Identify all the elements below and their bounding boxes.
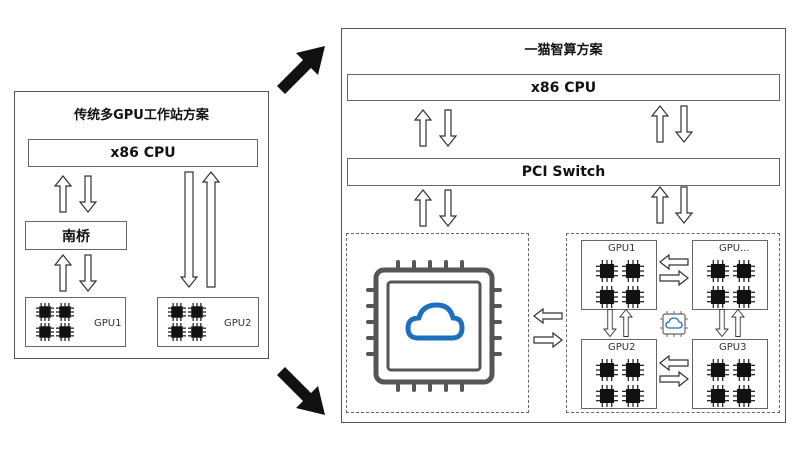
yimao-title: 一猫智算方案 [524, 43, 603, 58]
left-bridge-gpu-arrows [54, 254, 97, 292]
gpu-chip-icon [707, 260, 729, 282]
right-cpu-box: x86 CPU [347, 74, 780, 101]
right-gpu1-label: GPU1 [608, 243, 636, 254]
gpu-chip-icon [707, 286, 729, 308]
gpu-chip-icon [188, 323, 206, 341]
right-gpu2-label: GPU2 [608, 342, 636, 353]
left-cpu-gpu2-arrows [179, 171, 221, 288]
switch-processor-arrows [414, 189, 457, 227]
gpu-more-gpu3-arrows [715, 309, 745, 337]
gpu-chip-icon [596, 260, 618, 282]
right-gpu-more-card: GPU... [692, 240, 768, 310]
gpu-chip-icon [36, 303, 54, 321]
gpu-chip-icon [188, 303, 206, 321]
right-gpu1-chips [596, 260, 644, 308]
gpu-chip-icon [622, 260, 644, 282]
gpu-chip-icon [707, 385, 729, 407]
gpu-chip-icon [36, 323, 54, 341]
mini-cloud-chip-icon [660, 311, 688, 337]
gpu1-gpu2-arrows [603, 309, 633, 337]
gpu-chip-icon [733, 359, 755, 381]
gpu-chip-icon [707, 359, 729, 381]
right-gpu3-label: GPU3 [719, 342, 747, 353]
left-cpu-bridge-arrows [54, 175, 97, 213]
upgrade-arrow-bottom-icon [277, 367, 325, 415]
south-bridge-label: 南桥 [62, 228, 90, 245]
right-cpu-switch-arrows-left [414, 109, 457, 147]
gpu2-gpu3-arrows [659, 355, 689, 387]
left-gpu2-chips [168, 303, 206, 341]
right-cpu-label: x86 CPU [530, 79, 597, 96]
left-cpu-label: x86 CPU [110, 145, 176, 161]
gpu-chip-icon [622, 359, 644, 381]
gpu-chip-icon [622, 286, 644, 308]
gpu-chip-icon [733, 286, 755, 308]
right-cpu-switch-arrows-right [651, 105, 693, 143]
cloud-processor-chip-icon [366, 260, 502, 392]
pci-switch-box: PCI Switch [347, 158, 780, 186]
left-gpu1-label: GPU1 [94, 318, 122, 329]
gpu-chip-icon [733, 260, 755, 282]
gpu-chip-icon [56, 323, 74, 341]
south-bridge-box: 南桥 [25, 221, 127, 250]
left-cpu-box: x86 CPU [28, 139, 258, 167]
right-gpu-more-chips [707, 260, 755, 308]
processor-gpu-arrows [533, 308, 563, 348]
left-gpu1-chips [36, 303, 74, 341]
gpu1-gpu-more-arrows [659, 254, 689, 286]
upgrade-arrow-top-icon [277, 46, 325, 94]
gpu-chip-icon [733, 385, 755, 407]
gpu-chip-icon [168, 323, 186, 341]
pci-switch-label: PCI Switch [521, 164, 606, 180]
traditional-title: 传统多GPU工作站方案 [74, 108, 209, 123]
gpu-chip-icon [168, 303, 186, 321]
right-gpu2-card: GPU2 [581, 339, 657, 409]
right-gpu3-chips [707, 359, 755, 407]
gpu-chip-icon [596, 385, 618, 407]
right-gpu2-chips [596, 359, 644, 407]
gpu-chip-icon [596, 286, 618, 308]
left-gpu2-card: GPU2 [157, 297, 259, 347]
left-gpu1-card: GPU1 [25, 297, 126, 347]
left-gpu2-label: GPU2 [224, 318, 252, 329]
right-gpu1-card: GPU1 [581, 240, 657, 310]
gpu-chip-icon [56, 303, 74, 321]
gpu-chip-icon [622, 385, 644, 407]
right-gpu-more-label: GPU... [719, 243, 750, 254]
right-gpu3-card: GPU3 [692, 339, 768, 409]
gpu-chip-icon [596, 359, 618, 381]
switch-gpu-arrows [651, 186, 693, 224]
